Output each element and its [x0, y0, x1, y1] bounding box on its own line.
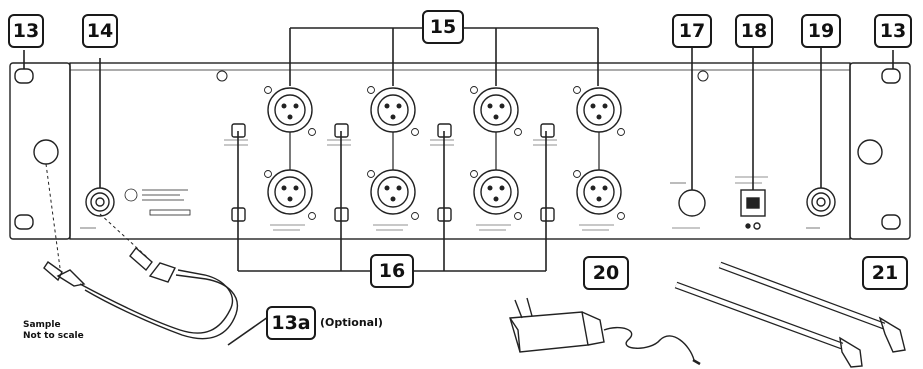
xlr-output-row-top — [267, 87, 622, 133]
callout-15: 15 — [422, 10, 464, 44]
callout-13-right: 13 — [874, 14, 912, 48]
dc-power-jack — [740, 48, 766, 230]
callout-21: 21 — [862, 256, 908, 290]
callout-19: 19 — [801, 14, 841, 48]
sample-note-line2: Not to scale — [23, 331, 84, 341]
callout-16: 16 — [370, 254, 414, 288]
callout-18: 18 — [735, 14, 773, 48]
optional-label: (Optional) — [320, 316, 383, 329]
manufacturer-logo — [124, 188, 191, 216]
callout-14: 14 — [82, 14, 118, 48]
antenna-input-a-connector — [85, 58, 115, 217]
bnc-jumper-cable — [43, 163, 269, 346]
left-rack-ear — [9, 62, 71, 240]
callout-13a: 13a — [266, 306, 316, 340]
callout-13-left: 13 — [8, 14, 44, 48]
callout-20: 20 — [583, 256, 629, 290]
sample-note-line1: Sample — [23, 320, 61, 330]
power-supply-adapter — [509, 297, 701, 366]
chassis — [69, 62, 851, 240]
callout-17: 17 — [672, 14, 712, 48]
right-rack-ear — [849, 62, 911, 240]
antenna-pair — [674, 261, 906, 368]
antenna-input-b-connector — [806, 48, 836, 217]
cascade-output-connector — [678, 48, 706, 217]
